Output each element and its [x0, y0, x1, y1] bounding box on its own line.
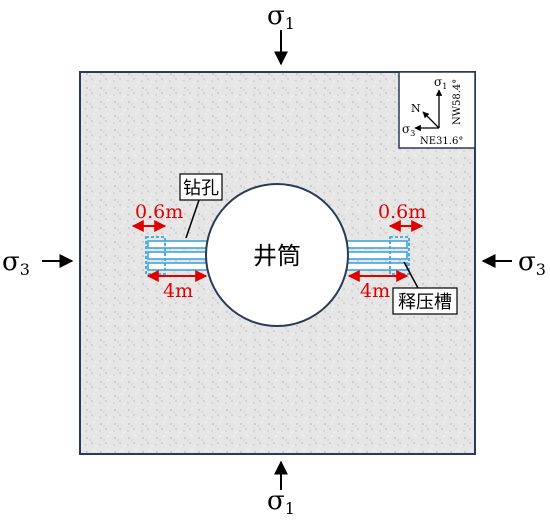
- relief-slot-label-box: [392, 287, 458, 315]
- left-borehole: [147, 240, 209, 249]
- sigma3-left-label: σ3: [2, 247, 30, 279]
- right-borehole: [346, 240, 408, 249]
- compass-ne-angle: NE31.6°: [420, 136, 463, 147]
- compass-north-arrow: [422, 111, 440, 129]
- right-borehole-group: [346, 236, 410, 275]
- compass-north-label: N: [411, 102, 421, 115]
- left-borehole: [147, 251, 209, 260]
- sigma3-right-label: σ3: [518, 247, 546, 279]
- compass: σ1 σ3 N NW58.4° NE31.6°: [398, 71, 476, 149]
- right-length-dim-label: 4m: [360, 280, 390, 302]
- compass-nw-angle: NW58.4°: [452, 79, 463, 125]
- compass-sigma3-label: σ3: [402, 122, 415, 138]
- right-borehole: [346, 262, 408, 271]
- right-slot-dim-label: 0.6m: [378, 201, 426, 223]
- sigma1-bottom-label: σ1: [267, 486, 295, 518]
- left-length-dim-label: 4m: [163, 280, 193, 302]
- shaft-label: 井筒: [253, 242, 301, 270]
- relief-slot-label: 释压槽: [398, 292, 452, 313]
- relief-slot-leader: [403, 261, 419, 289]
- borehole-label-box: [179, 173, 223, 201]
- borehole-leader: [185, 199, 200, 239]
- compass-sigma1-label: σ1: [434, 75, 447, 91]
- right-borehole: [346, 251, 408, 260]
- compass-box: [398, 71, 476, 149]
- borehole-label: 钻孔: [183, 178, 219, 199]
- shaft: [205, 183, 349, 327]
- left-borehole-group: [145, 236, 209, 275]
- sigma1-top-label: σ1: [267, 1, 295, 33]
- left-slot-dim-label: 0.6m: [135, 201, 183, 223]
- left-borehole: [147, 262, 209, 271]
